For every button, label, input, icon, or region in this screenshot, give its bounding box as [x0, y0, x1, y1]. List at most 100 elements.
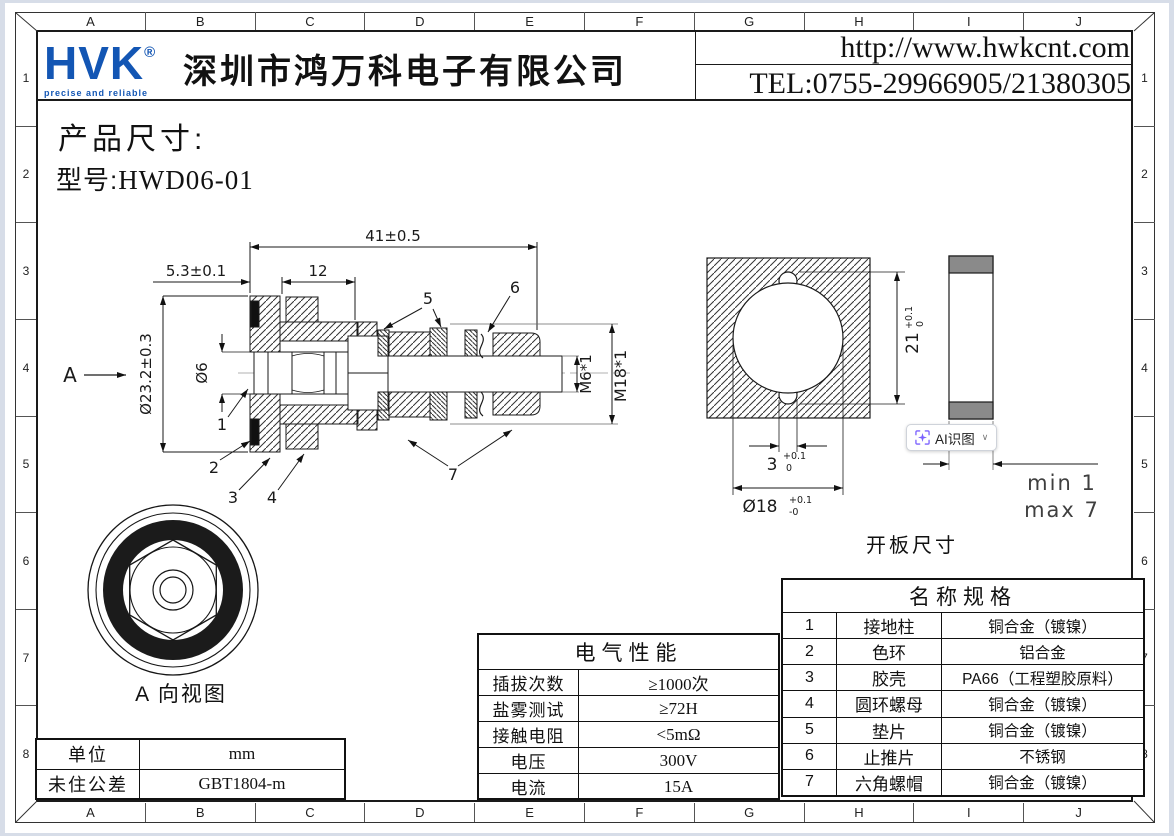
- electrical-param-value: <5mΩ: [656, 724, 701, 744]
- spec-part-material: 铜合金（镀镍）: [988, 775, 1097, 793]
- grid-col-label: G: [695, 803, 805, 822]
- model-value: HWD06-01: [118, 165, 254, 195]
- spec-part-name: 色环: [837, 639, 942, 665]
- grid-row-label: 1: [16, 30, 36, 127]
- electrical-param-value: ≥72H: [659, 698, 698, 718]
- grid-row-label: 3: [1134, 223, 1155, 320]
- chevron-down-icon[interactable]: ∨: [981, 432, 989, 442]
- logo-text: HVK: [44, 37, 145, 89]
- grid-row-label: 5: [16, 417, 36, 514]
- grid-col-label: E: [475, 12, 585, 30]
- electrical-row: 插拔次数≥1000次: [479, 670, 778, 696]
- spec-part-number: 5: [783, 717, 837, 743]
- page-title: 产品尺寸:: [58, 123, 207, 156]
- electrical-param-name: 电压: [479, 748, 579, 773]
- info-rows: 单位 mm 未住公差 GBT1804-m: [37, 740, 344, 798]
- website-url: http://www.hwkcnt.com: [840, 31, 1130, 64]
- spec-part-name: 胶壳: [837, 665, 942, 691]
- spec-part-number: 2: [783, 639, 837, 665]
- spec-part-number: 6: [783, 743, 837, 769]
- info-value: GBT1804-m: [198, 773, 286, 793]
- info-label: 未住公差: [37, 769, 140, 798]
- spec-part-material: 不锈钢: [1019, 749, 1066, 767]
- spec-table-title: 名称规格: [783, 580, 1143, 613]
- grid-col-label: I: [914, 12, 1025, 30]
- grid-col-label: J: [1075, 13, 1082, 29]
- model-label: 型号:: [56, 165, 119, 195]
- spec-part-number: 4: [783, 691, 837, 717]
- grid-row-label: 7: [16, 610, 36, 707]
- info-label: 单位: [37, 740, 140, 769]
- spec-part-material: 铜合金（镀镍）: [988, 723, 1097, 741]
- grid-col-label: I: [914, 803, 1025, 822]
- electrical-param-value: 300V: [659, 750, 698, 770]
- grid-row-label: 4: [1134, 320, 1155, 417]
- grid-col-label: H: [805, 803, 915, 822]
- grid-row-label: 1: [1134, 30, 1155, 127]
- grid-row-label: 8: [22, 747, 30, 762]
- spec-part-material: 铜合金（镀镍）: [988, 696, 1097, 714]
- grid-col-label: H: [805, 12, 915, 30]
- electrical-param-name: 插拔次数: [479, 670, 579, 695]
- spec-part-name: 止推片: [837, 743, 942, 769]
- info-row: 单位 mm: [37, 740, 344, 770]
- electrical-param-name: 电流: [479, 774, 579, 799]
- electrical-param-name: 盐雾测试: [479, 696, 579, 721]
- info-value: mm: [228, 744, 256, 764]
- grid-col-label: F: [585, 12, 695, 30]
- grid-col-label: D: [365, 12, 476, 30]
- spec-part-material: PA66（工程塑胶原料）: [962, 670, 1123, 688]
- electrical-table-title: 电气性能: [479, 635, 778, 670]
- spec-part-material: 铝合金: [1019, 644, 1066, 662]
- logo-tagline: precise and reliable: [44, 88, 149, 98]
- grid-row-label: 3: [16, 223, 36, 320]
- hvk-logo: HVK® precise and reliable: [44, 40, 155, 98]
- grid-col-label: C: [256, 12, 366, 30]
- grid-row-label: 6: [16, 513, 36, 610]
- grid-col-label: J: [1075, 805, 1082, 820]
- grid-row-label: 4: [16, 320, 36, 417]
- grid-col-label: B: [146, 12, 256, 30]
- electrical-row: 电压 300V: [479, 748, 778, 774]
- spec-part-number: 7: [783, 769, 837, 795]
- spec-part-name: 垫片: [837, 717, 942, 743]
- electrical-row: 接触电阻 <5mΩ: [479, 722, 778, 748]
- electrical-row: 盐雾测试 ≥72H: [479, 696, 778, 722]
- grid-col-label: E: [475, 803, 585, 822]
- grid-col-label: B: [146, 803, 256, 822]
- spec-part-number: 3: [783, 665, 837, 691]
- header-divider-contacts: [695, 64, 1133, 65]
- ai-button-label: AI识图: [935, 431, 975, 447]
- sheet-inner-frame: [36, 30, 1133, 802]
- company-name: 深圳市鸿万科电子有限公司: [183, 53, 627, 91]
- spec-part-number: 1: [783, 613, 837, 639]
- registered-mark-icon: ®: [144, 44, 156, 61]
- grid-col-label: C: [256, 803, 366, 822]
- grid-col-label: A: [36, 803, 146, 822]
- grid-row-label: 2: [16, 127, 36, 224]
- spec-part-name: 六角螺帽: [837, 769, 942, 795]
- grid-col-label: F: [585, 803, 695, 822]
- electrical-param-name: 接触电阻: [479, 722, 579, 747]
- ai-sparkle-icon: [915, 430, 930, 445]
- header-divider-vertical: [695, 30, 696, 100]
- header-bottom-rule: [36, 99, 1133, 101]
- grid-row-label: 5: [1134, 417, 1155, 514]
- ai-recognize-button[interactable]: AI识图 ∨: [906, 424, 998, 451]
- model-line: 型号:HWD06-01: [56, 160, 254, 197]
